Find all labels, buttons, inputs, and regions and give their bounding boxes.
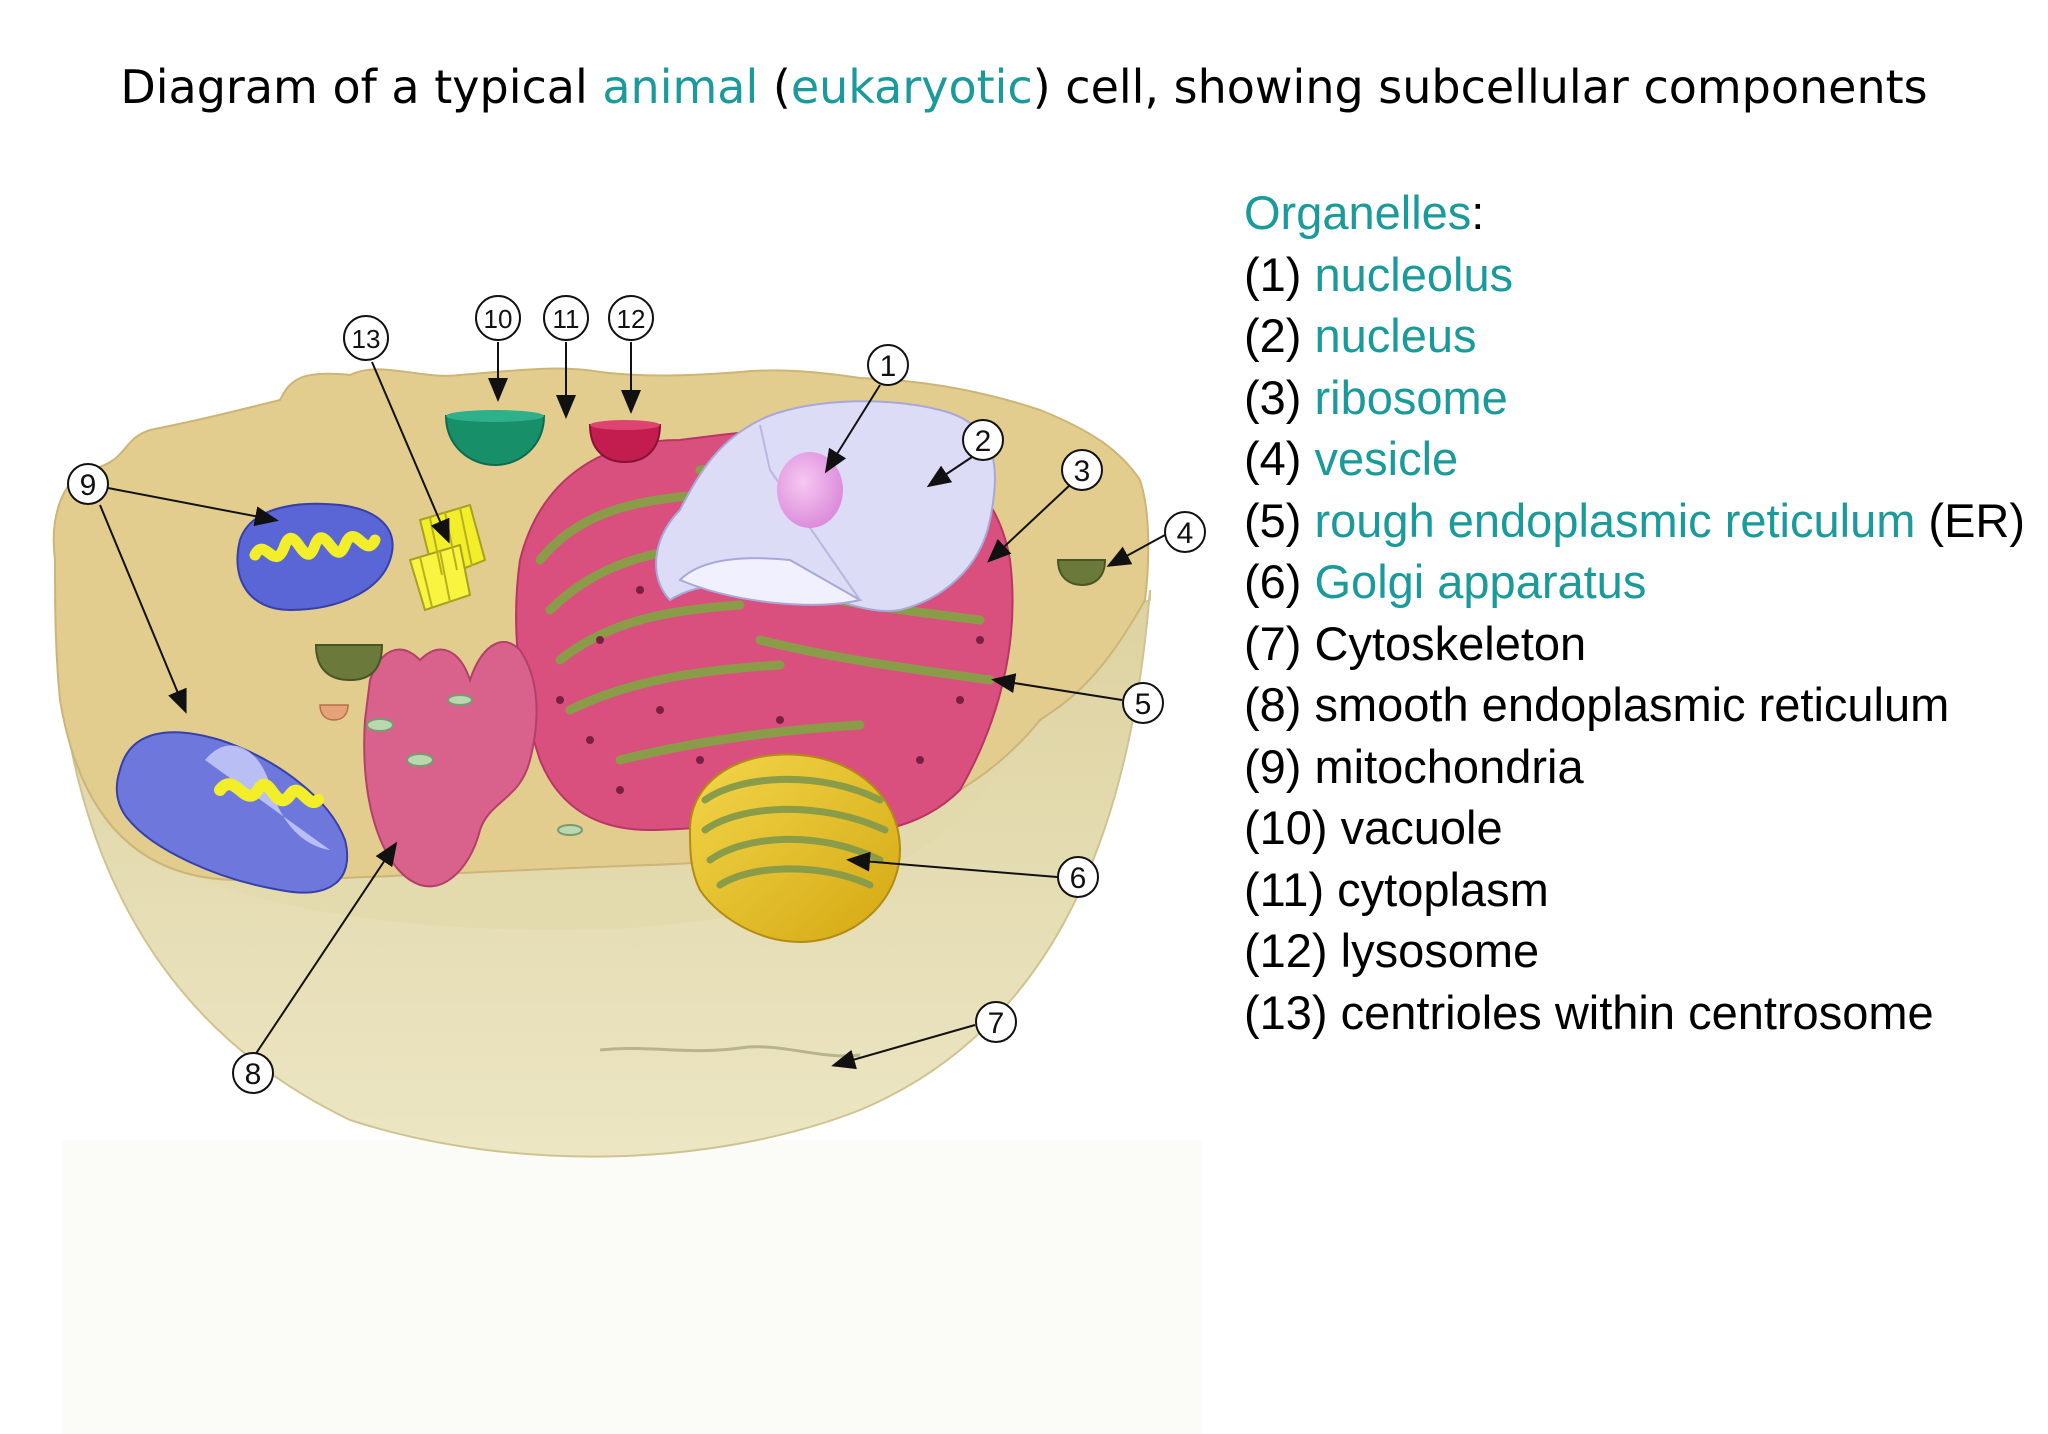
nucleolus <box>777 452 843 528</box>
callout-4: 4 <box>1177 517 1194 550</box>
cell-diagram: 1 2 3 4 5 6 7 8 9 10 11 12 13 <box>52 295 1206 1434</box>
vacuole-rim <box>446 410 544 422</box>
legend-item-4: (4) vesicle <box>1244 428 2048 490</box>
legend-item-11: (11) cytoplasm <box>1244 859 2048 921</box>
legend-link-nucleolus[interactable]: nucleolus <box>1314 247 1514 301</box>
legend-item-13: (13) centrioles within centrosome <box>1244 982 2048 1044</box>
legend-num: (1) <box>1244 247 1315 301</box>
callout-10: 10 <box>484 304 513 334</box>
legend-num: (8) <box>1244 678 1315 731</box>
legend-text: cytoplasm <box>1337 862 1549 916</box>
legend-num: (2) <box>1244 309 1315 362</box>
legend-link-rough-er[interactable]: rough endoplasmic reticulum <box>1314 493 1916 547</box>
legend-heading-link[interactable]: Organelles <box>1244 186 1472 239</box>
legend-item-3: (3) ribosome <box>1244 367 2048 429</box>
legend-item-2: (2) nucleus <box>1244 305 2048 367</box>
diagram-backdrop <box>62 1140 1202 1434</box>
legend-item-7: (7) Cytoskeleton <box>1244 613 2048 675</box>
vesicle-left <box>314 644 384 682</box>
legend-num: (9) <box>1244 739 1315 793</box>
legend-num: (11) <box>1244 862 1338 916</box>
callout-3: 3 <box>1074 455 1091 488</box>
diagram-title: Diagram of a typical animal (eukaryotic)… <box>0 60 2048 114</box>
legend-text: smooth endoplasmic reticulum <box>1314 678 1950 731</box>
legend-link-golgi[interactable]: Golgi apparatus <box>1314 555 1647 608</box>
legend-link-ribosome[interactable]: ribosome <box>1314 370 1508 424</box>
legend-text: vacuole <box>1340 801 1503 854</box>
legend-num: (3) <box>1244 370 1315 424</box>
callout-1: 1 <box>880 350 897 383</box>
cytoskeleton-filament <box>599 1045 861 1058</box>
mitochondrion-upper <box>236 502 394 612</box>
legend-text: Cytoskeleton <box>1314 616 1587 670</box>
legend-item-10: (10) vacuole <box>1244 797 2048 859</box>
title-part3: ) cell, showing subcellular components <box>1032 60 1928 114</box>
callout-7: 7 <box>988 1007 1005 1040</box>
nucleus <box>655 400 996 612</box>
legend-num: (10) <box>1244 801 1341 854</box>
legend-text: lysosome <box>1340 924 1540 977</box>
callout-2: 2 <box>975 425 992 458</box>
vesicle-small <box>319 704 349 721</box>
legend-num: (12) <box>1244 924 1341 977</box>
legend-item-5: (5) rough endoplasmic reticulum (ER) <box>1244 490 2048 552</box>
title-link-eukaryotic[interactable]: eukaryotic <box>790 60 1033 114</box>
legend-item-12: (12) lysosome <box>1244 920 2048 982</box>
legend-item-9: (9) mitochondria <box>1244 736 2048 798</box>
mitochondrion-lower <box>115 731 349 894</box>
callout-13: 13 <box>352 324 381 354</box>
legend-item-1: (1) nucleolus <box>1244 244 2048 306</box>
legend-num: (5) <box>1244 493 1315 547</box>
legend-item-8: (8) smooth endoplasmic reticulum <box>1244 674 2048 736</box>
callout-6: 6 <box>1070 862 1087 895</box>
legend-heading-colon: : <box>1471 186 1485 239</box>
legend-link-nucleus[interactable]: nucleus <box>1314 309 1477 362</box>
lysosome-rim <box>590 420 660 430</box>
callout-8: 8 <box>245 1058 262 1091</box>
callout-5: 5 <box>1135 688 1152 721</box>
golgi-apparatus <box>688 753 902 943</box>
title-part1: Diagram of a typical <box>120 60 603 114</box>
title-part2: ( <box>758 60 791 114</box>
callout-numbers: 1 2 3 4 5 6 7 8 9 10 11 12 13 <box>80 304 1194 1091</box>
legend-text: mitochondria <box>1314 739 1584 793</box>
smooth-er <box>363 640 583 888</box>
callout-9: 9 <box>80 469 97 502</box>
vesicle-right <box>1056 559 1107 587</box>
legend-num: (7) <box>1244 616 1315 670</box>
leader-lines <box>99 342 1166 1070</box>
callout-circles <box>67 295 1206 1094</box>
legend-heading: Organelles: <box>1244 182 2048 244</box>
legend-item-6: (6) Golgi apparatus <box>1244 551 2048 613</box>
legend-text: centrioles within centrosome <box>1340 985 1934 1039</box>
title-link-animal[interactable]: animal <box>602 60 759 114</box>
vacuole <box>444 415 546 467</box>
legend-num: (6) <box>1244 555 1315 608</box>
legend-num: (4) <box>1244 432 1315 485</box>
callout-11: 11 <box>553 304 580 334</box>
lysosome <box>588 424 662 464</box>
legend-link-vesicle[interactable]: vesicle <box>1314 432 1459 485</box>
legend-suffix: (ER) <box>1915 493 2026 547</box>
callout-12: 12 <box>617 304 646 334</box>
legend-num: (13) <box>1244 985 1341 1039</box>
organelle-legend: Organelles: (1) nucleolus (2) nucleus (3… <box>1244 182 2048 1043</box>
centrioles <box>408 503 487 612</box>
